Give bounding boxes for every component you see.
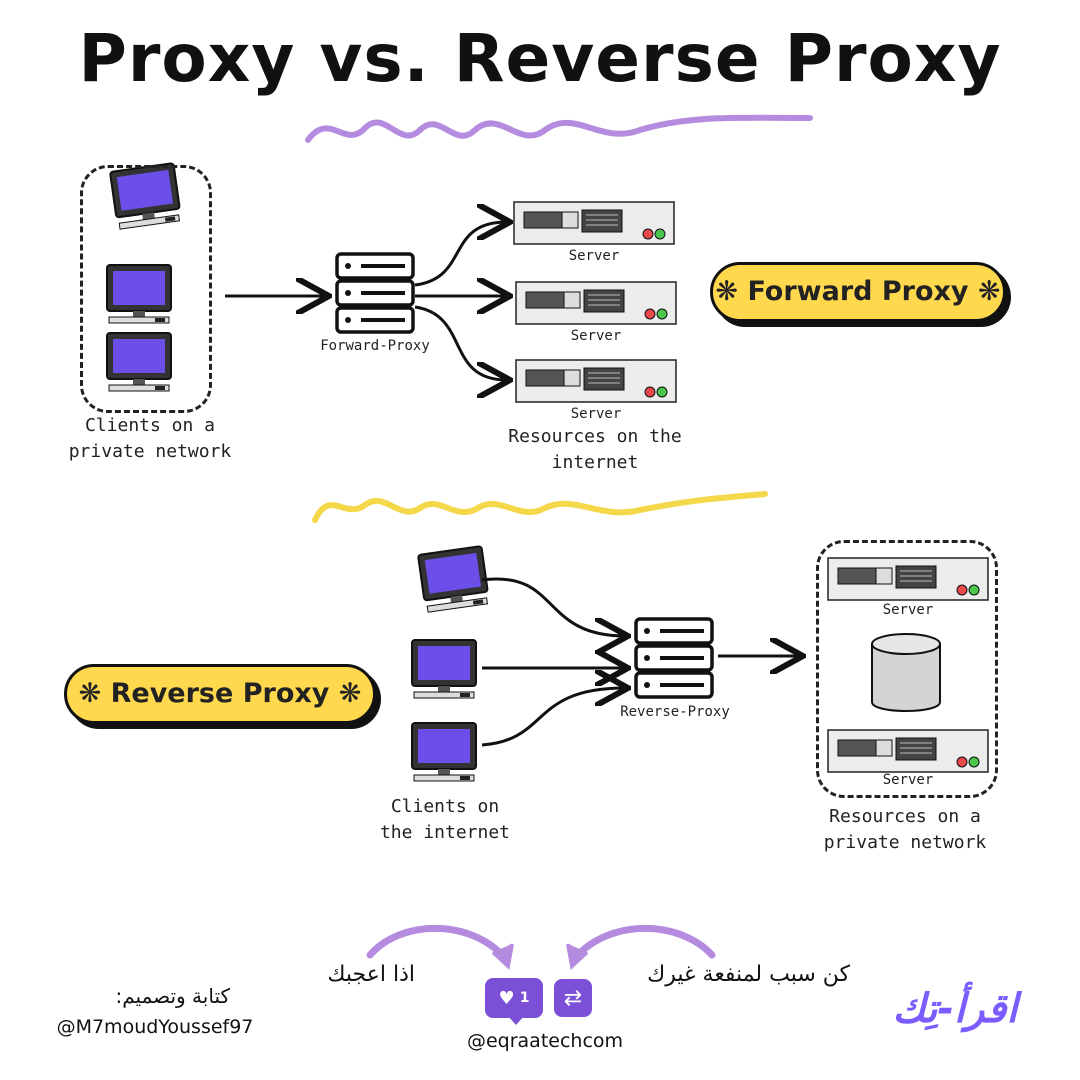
like-bubble-tail xyxy=(508,1016,524,1025)
reverse-server-label-1: Server xyxy=(882,602,934,618)
reverse-proxy-badge: ❋ Reverse Proxy ❋ xyxy=(64,664,376,724)
forward-resources-line2: internet xyxy=(551,452,639,473)
forward-clients-label-line2: private network xyxy=(68,441,232,462)
reverse-resources-label: Resources on a private network xyxy=(800,804,1010,856)
forward-clients-label: Clients on a private network xyxy=(50,413,250,465)
forward-resources-label: Resources on the internet xyxy=(490,424,700,476)
yellow-wave xyxy=(312,491,768,523)
share-prompt-text: كن سبب لمنفعة غيرك xyxy=(647,962,850,987)
repost-button[interactable]: ⇄ xyxy=(554,979,592,1017)
purple-wave xyxy=(305,114,813,143)
reverse-clients-label: Clients on the internet xyxy=(345,794,545,846)
credit-handle: @M7moudYoussef97 xyxy=(56,1016,254,1038)
reverse-resources-line2: private network xyxy=(823,832,987,853)
forward-server-label-2: Server xyxy=(570,328,622,344)
reverse-clients-line2: the internet xyxy=(379,822,511,843)
credit-label: كتابة وتصميم: xyxy=(115,984,230,1008)
reverse-resources-line1: Resources on a xyxy=(829,806,981,827)
reverse-resources-group xyxy=(816,540,998,798)
site-handle: @eqraatechcom xyxy=(466,1030,624,1052)
heart-icon: ♥ xyxy=(498,987,515,1009)
forward-proxy-label: Forward-Proxy xyxy=(320,338,430,354)
reverse-proxy-label: Reverse-Proxy xyxy=(620,704,730,720)
forward-resources-line1: Resources on the xyxy=(508,426,682,447)
forward-proxy-badge: ❋ Forward Proxy ❋ xyxy=(710,262,1006,322)
page-title: Proxy vs. Reverse Proxy xyxy=(78,20,1002,97)
like-button[interactable]: ♥ 1 xyxy=(485,978,543,1018)
brand-logo[interactable]: اقرأ-تِك xyxy=(892,986,1018,1032)
forward-server-label-1: Server xyxy=(568,248,620,264)
forward-server-label-3: Server xyxy=(570,406,622,422)
reverse-server-label-2: Server xyxy=(882,772,934,788)
like-prompt-text: اذا اعجبك xyxy=(327,962,415,987)
repost-icon: ⇄ xyxy=(563,985,583,1011)
forward-clients-label-line1: Clients on a xyxy=(84,415,216,436)
like-count: 1 xyxy=(519,990,530,1006)
reverse-clients-line1: Clients on xyxy=(390,796,500,817)
forward-clients-group xyxy=(80,165,212,413)
